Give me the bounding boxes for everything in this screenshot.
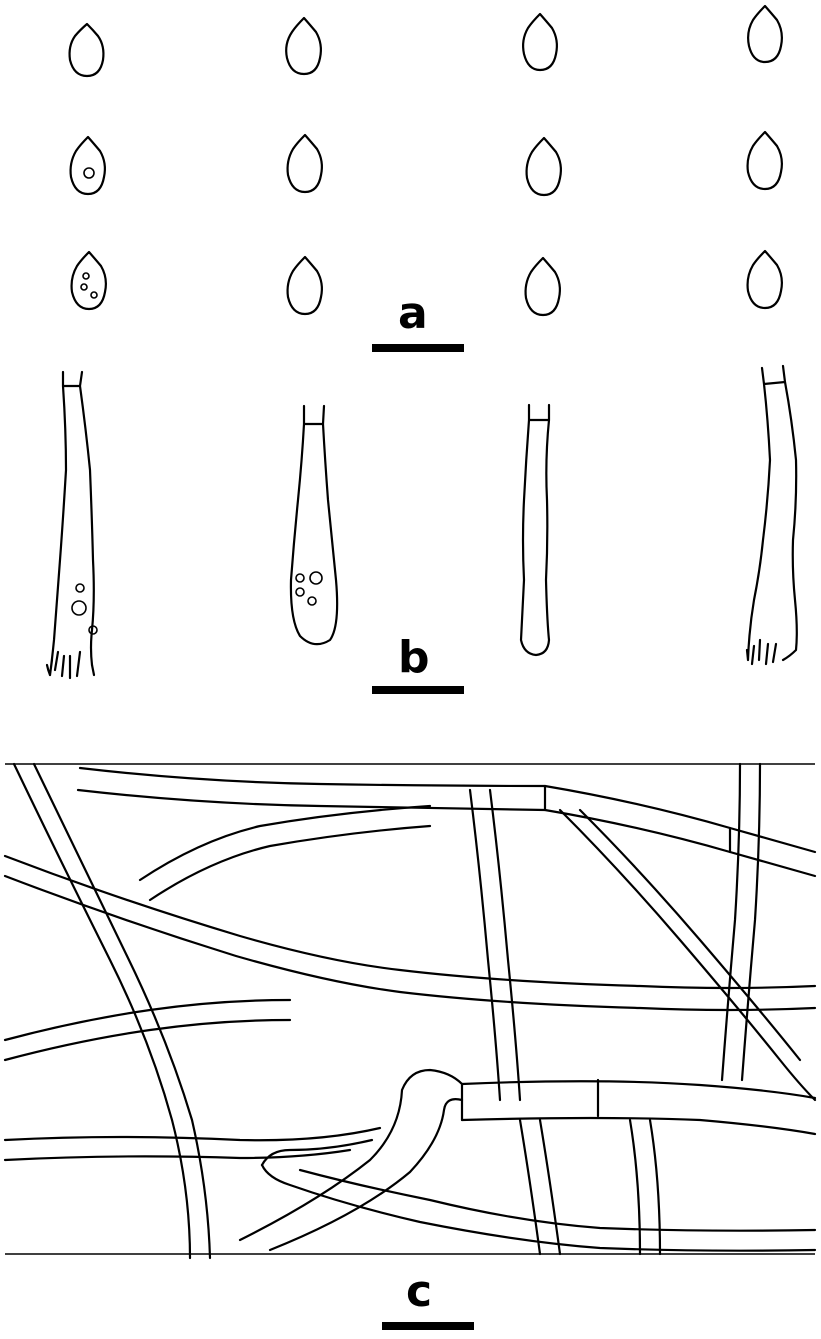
spore [285, 16, 322, 76]
hypha [260, 1163, 817, 1252]
panel-b-cells [45, 364, 798, 680]
panel-a-spores [68, 4, 783, 317]
septum [543, 784, 732, 854]
oil-drop [307, 596, 317, 606]
panel-label-c: c [406, 1266, 433, 1317]
scale-bar-a [372, 344, 464, 352]
oil-drop [88, 625, 98, 635]
basidium-base [45, 663, 96, 677]
hypha [3, 854, 817, 990]
basidium [48, 370, 95, 680]
hypha [148, 824, 432, 902]
hypha [720, 762, 742, 1082]
spore [68, 22, 105, 78]
hypha [238, 1068, 464, 1242]
hypha [298, 1168, 817, 1232]
hypha [138, 804, 432, 882]
panel-label-b: b [398, 632, 430, 683]
hypha [460, 1116, 817, 1136]
panel-c-edge [5, 763, 815, 1255]
hypha [460, 1080, 817, 1100]
panel-c-hyphae [3, 762, 817, 1260]
spore-oil-drop [90, 291, 98, 299]
hypha [32, 762, 212, 1260]
hypha [488, 788, 522, 1102]
hypha [740, 762, 762, 1082]
hypha [3, 1148, 352, 1162]
spore [522, 12, 558, 72]
hypha [3, 1018, 292, 1062]
cystidium [519, 403, 551, 657]
hypha [468, 788, 502, 1102]
scale-bar-b [372, 686, 464, 694]
spore [286, 255, 323, 316]
spore [746, 130, 783, 191]
hypha [538, 1118, 562, 1256]
hypha [518, 1118, 542, 1256]
spore-oil-drop [80, 283, 88, 291]
spore [524, 256, 561, 317]
oil-drop [295, 573, 305, 583]
hypha [578, 808, 802, 1062]
cystidium [289, 404, 339, 646]
hypha [628, 1118, 642, 1256]
hypha [648, 1118, 662, 1256]
oil-drop [295, 587, 305, 597]
spore-oil-drop [83, 167, 95, 179]
hypha [260, 1138, 374, 1167]
spore-oil-drop [82, 272, 90, 280]
hypha [558, 808, 817, 1102]
spore [747, 4, 783, 64]
hypha [76, 788, 817, 878]
spore [70, 250, 107, 311]
oil-drop [71, 600, 87, 616]
hypha [3, 874, 817, 1012]
panel-label-a: a [398, 288, 428, 339]
hypha [3, 1126, 382, 1142]
spore [69, 135, 106, 196]
spore [525, 136, 562, 197]
scale-bar-c [382, 1322, 474, 1330]
hypha [78, 766, 817, 854]
spore [746, 249, 783, 310]
spore [286, 133, 323, 194]
hypha [3, 998, 292, 1042]
hypha [268, 1098, 464, 1252]
oil-drop [75, 583, 85, 593]
oil-drop [309, 571, 323, 585]
hypha [12, 762, 192, 1260]
basidium [745, 364, 798, 666]
septum [460, 1078, 600, 1122]
